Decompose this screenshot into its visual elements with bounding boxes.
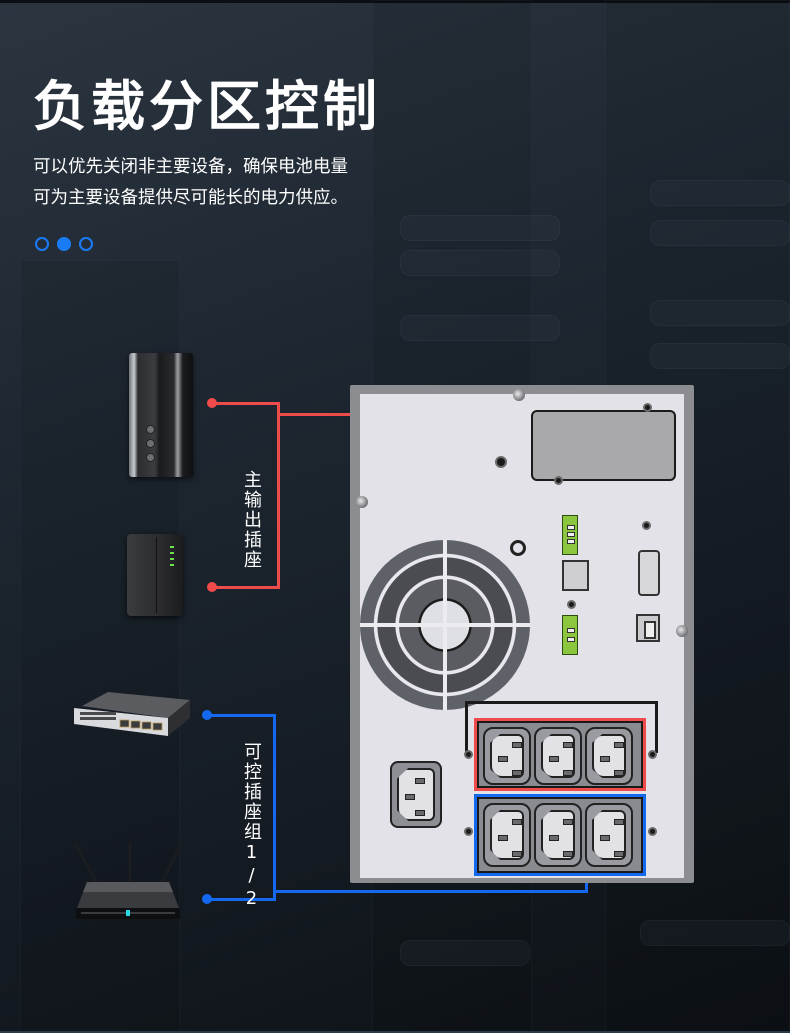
cover-plate bbox=[531, 410, 676, 481]
usb-b-port-icon[interactable] bbox=[636, 614, 660, 642]
description-line-2: 可为主要设备提供尽可能长的电力供应。 bbox=[33, 188, 348, 208]
main-outlet-3 bbox=[585, 727, 633, 785]
bottom-border bbox=[0, 1031, 790, 1033]
indicator-hole bbox=[642, 521, 651, 530]
power-input-inlet-icon bbox=[390, 761, 442, 828]
controllable-outlet-bank bbox=[477, 797, 643, 873]
screw-icon bbox=[513, 389, 525, 401]
mount-hole bbox=[648, 827, 657, 836]
main-outlet-bank bbox=[477, 721, 643, 788]
controllable-group-highlight bbox=[474, 794, 646, 876]
wifi-router-icon bbox=[73, 841, 183, 920]
screw-icon bbox=[676, 625, 688, 637]
mount-hole bbox=[464, 750, 473, 759]
top-border bbox=[0, 0, 790, 3]
rj45-port-icon[interactable] bbox=[562, 560, 589, 591]
pagination-dot-2-active[interactable] bbox=[57, 237, 71, 251]
controllable-group-label: 可控插座组1/2 bbox=[241, 742, 262, 911]
indicator-hole bbox=[567, 600, 576, 609]
controllable-outlet-3 bbox=[585, 803, 633, 867]
main-outlet-2 bbox=[534, 727, 582, 785]
outlet-bracket bbox=[465, 701, 658, 753]
main-outlet-1 bbox=[483, 727, 531, 785]
ground-screw-icon bbox=[495, 456, 507, 468]
carousel-pagination bbox=[35, 237, 93, 251]
db9-serial-port-icon[interactable] bbox=[638, 550, 660, 596]
main-output-label: 主输出插座 bbox=[241, 470, 262, 570]
controllable-outlet-1 bbox=[483, 803, 531, 867]
mount-hole bbox=[643, 403, 652, 412]
page-title: 负载分区控制 bbox=[33, 75, 381, 138]
nas-storage-icon bbox=[127, 534, 183, 616]
network-switch-icon bbox=[74, 690, 190, 736]
tower-server-icon bbox=[129, 353, 193, 477]
description-line-1: 可以优先关闭非主要设备，确保电池电量 bbox=[33, 157, 348, 177]
screw-icon bbox=[356, 496, 368, 508]
mount-hole bbox=[554, 476, 563, 485]
fan-mount-tab bbox=[510, 540, 526, 556]
pagination-dot-1[interactable] bbox=[35, 237, 49, 251]
controllable-outlet-2 bbox=[534, 803, 582, 867]
pagination-dot-3[interactable] bbox=[79, 237, 93, 251]
mount-hole bbox=[648, 750, 657, 759]
description: 可以优先关闭非主要设备，确保电池电量 可为主要设备提供尽可能长的电力供应。 bbox=[33, 152, 348, 214]
terminal-block-icon bbox=[562, 615, 578, 655]
terminal-block-icon bbox=[562, 515, 578, 555]
main-output-highlight bbox=[474, 718, 646, 791]
mount-hole bbox=[464, 827, 473, 836]
cooling-fan-icon bbox=[360, 540, 530, 710]
